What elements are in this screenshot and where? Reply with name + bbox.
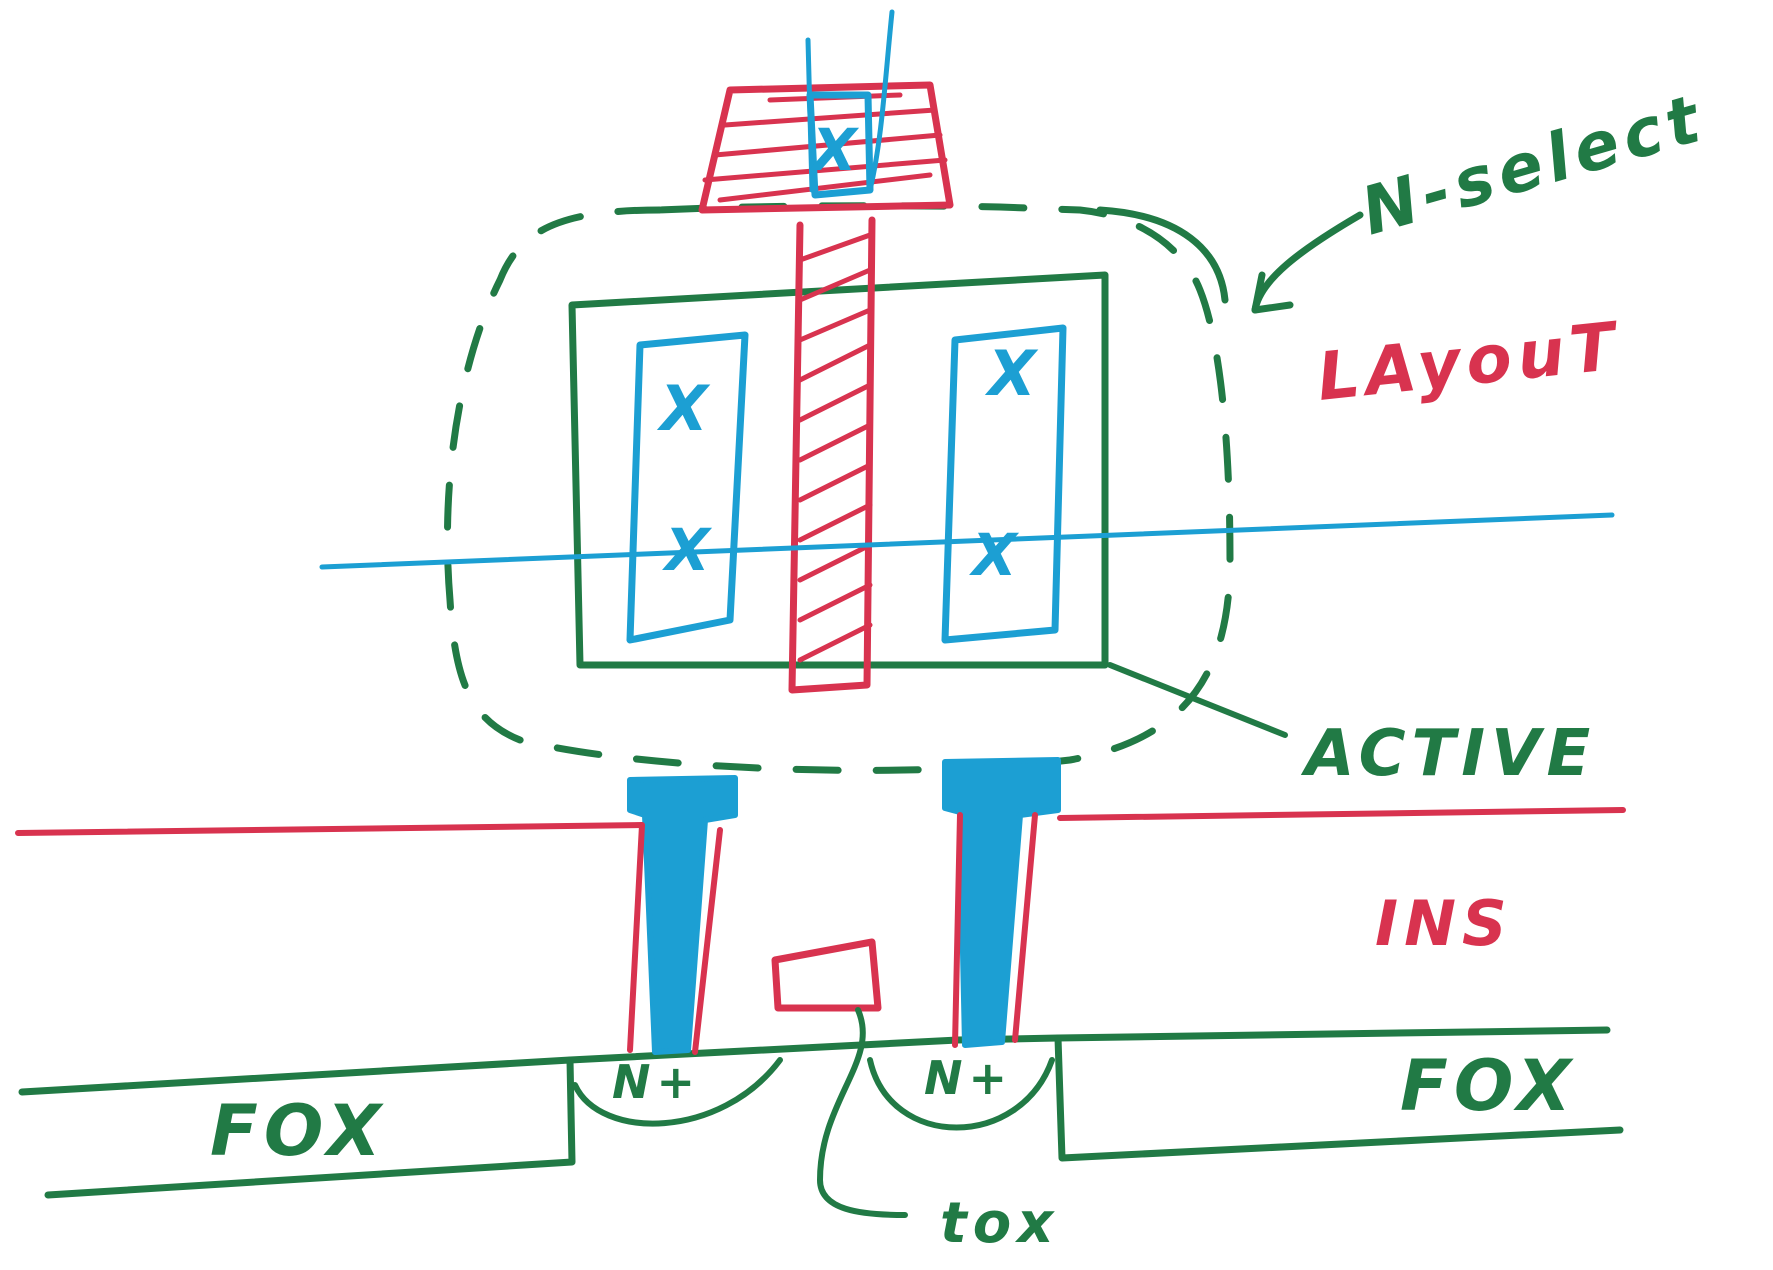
contact-mark-drain-top: X bbox=[984, 337, 1042, 410]
contact-mark-drain-bottom: X bbox=[969, 521, 1023, 589]
substrate-lines bbox=[18, 1026, 1624, 1199]
active-region bbox=[568, 271, 1109, 669]
active-label: ACTIVE bbox=[1300, 717, 1596, 791]
drain-plug bbox=[942, 757, 1061, 1048]
cross-section-cut-line bbox=[319, 512, 1615, 570]
gate-poly-pad bbox=[698, 9, 954, 214]
n-select-label: N-select bbox=[1353, 79, 1713, 250]
ins-label: INS bbox=[1375, 887, 1513, 960]
gate-cross-section bbox=[771, 938, 882, 1012]
source-metal bbox=[626, 331, 749, 644]
fox-label-left: FOX bbox=[210, 1090, 387, 1172]
tox-label: tox bbox=[940, 1191, 1059, 1256]
source-plug bbox=[627, 775, 738, 1055]
n-plus-label-left: N+ bbox=[612, 1055, 701, 1109]
n-plus-well-right bbox=[867, 1057, 1055, 1131]
insulator-top-line bbox=[15, 807, 1626, 836]
active-pointer bbox=[1107, 662, 1288, 738]
contact-mark-source-bottom: X bbox=[662, 516, 716, 584]
gate-poly bbox=[788, 216, 876, 694]
fox-label-right: FOX bbox=[1400, 1045, 1577, 1127]
contact-mark-gate: X bbox=[809, 116, 863, 184]
layout-label: LAyouT bbox=[1314, 307, 1625, 415]
n-plus-label-right: N+ bbox=[924, 1051, 1013, 1105]
contact-mark-source-top: X bbox=[656, 372, 714, 445]
n-plus-well-left bbox=[572, 1057, 783, 1127]
tox-pointer bbox=[817, 1007, 908, 1218]
n-select-arrow bbox=[1096, 206, 1364, 314]
